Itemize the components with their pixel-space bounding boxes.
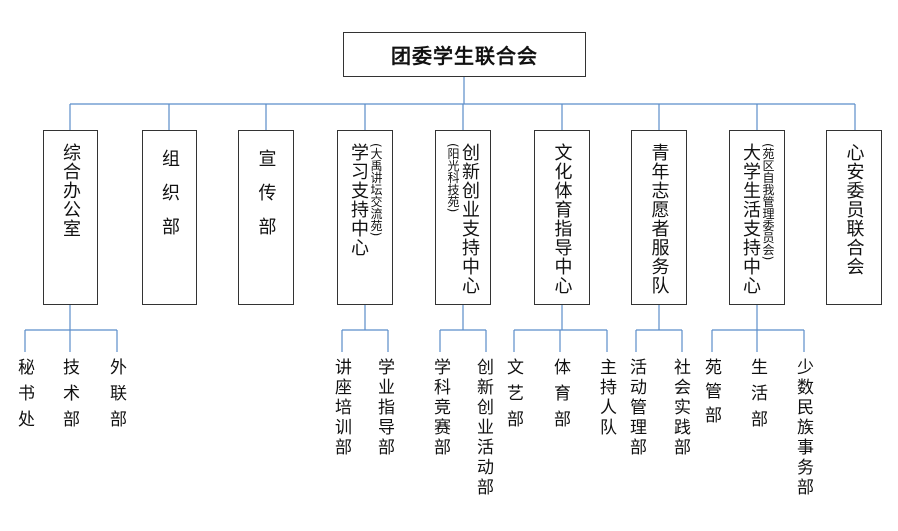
dept-life-support: (苑区自我管理委员会) 大学生活支持中心 bbox=[729, 130, 785, 305]
dept-office: 综合办公室 bbox=[43, 130, 98, 305]
dept-publicity: 宣传部 bbox=[238, 130, 294, 305]
dept-label: 宣传部 bbox=[255, 149, 277, 251]
dept-label: 青年志愿者服务队 bbox=[648, 143, 670, 295]
dept-label: 学习支持中心 bbox=[348, 143, 369, 257]
dept-culture-sports: 文化体育指导中心 bbox=[534, 130, 590, 305]
leaf-innovation-activity: 创新创业活动部 bbox=[473, 358, 493, 498]
dept-label: 组织部 bbox=[159, 149, 180, 251]
leaf-academic-guidance: 学业指导部 bbox=[374, 358, 394, 458]
leaf-external: 外联部 bbox=[106, 358, 126, 436]
leaf-social-practice: 社会实践部 bbox=[670, 358, 690, 458]
leaf-tech: 技术部 bbox=[59, 358, 79, 436]
dept-label: 大学生活支持中心 bbox=[740, 143, 761, 295]
dept-mental-health: 心安委员联合会 bbox=[826, 130, 882, 305]
leaf-secretariat: 秘书处 bbox=[14, 358, 34, 436]
dept-volunteers: 青年志愿者服务队 bbox=[631, 130, 687, 305]
leaf-campus-management: 苑管部 bbox=[701, 358, 721, 430]
dept-study-support: (大禹讲坛交流苑) 学习支持中心 bbox=[337, 130, 393, 305]
leaf-life: 生活部 bbox=[747, 358, 767, 436]
leaf-lecture-training: 讲座培训部 bbox=[331, 358, 351, 458]
leaf-competition: 学科竞赛部 bbox=[430, 358, 450, 458]
dept-label: 创新创业支持中心 bbox=[459, 143, 480, 295]
dept-label: 综合办公室 bbox=[60, 143, 81, 238]
root-node: 团委学生联合会 bbox=[343, 32, 586, 77]
dept-sublabel: (苑区自我管理委员会) bbox=[761, 143, 775, 261]
dept-organization: 组织部 bbox=[142, 130, 197, 305]
leaf-hosts: 主持人队 bbox=[596, 358, 616, 438]
leaf-sports: 体育部 bbox=[550, 358, 570, 436]
dept-label: 心安委员联合会 bbox=[843, 143, 865, 276]
leaf-activity-management: 活动管理部 bbox=[626, 358, 646, 458]
dept-label: 文化体育指导中心 bbox=[551, 143, 573, 295]
dept-sublabel: (阳光科技苑) bbox=[446, 143, 460, 213]
dept-innovation: 创新创业支持中心 (阳光科技苑) bbox=[435, 130, 491, 305]
leaf-ethnic-affairs: 少数民族事务部 bbox=[793, 358, 813, 498]
leaf-arts: 文艺部 bbox=[503, 358, 523, 436]
dept-sublabel: (大禹讲坛交流苑) bbox=[369, 143, 383, 237]
